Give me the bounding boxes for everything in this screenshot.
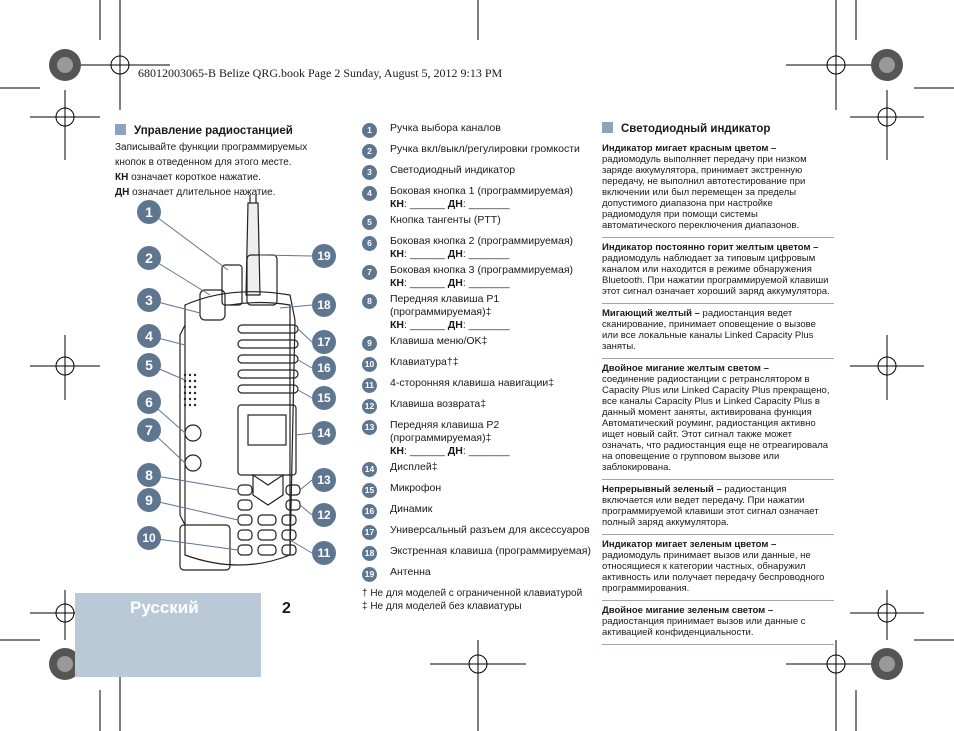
radio-controls-section: Управление радиостанцией Записывайте фун… bbox=[115, 124, 315, 200]
section-title: Светодиодный индикатор bbox=[602, 122, 834, 135]
section-square-icon bbox=[115, 124, 126, 135]
intro-text: Записывайте функции программируемых кноп… bbox=[115, 142, 308, 168]
callout-7: 7 bbox=[137, 418, 161, 442]
callout-8: 8 bbox=[137, 463, 161, 487]
callout-16: 16 bbox=[312, 356, 336, 380]
page-number: 2 bbox=[282, 600, 291, 617]
led-item: Индикатор мигает зеленым цветом –радиомо… bbox=[602, 535, 834, 601]
dn-definition: ДН означает длительное нажатие. bbox=[115, 187, 276, 198]
led-item: Двойное мигание зеленым светом –радиоста… bbox=[602, 601, 834, 645]
callout-17: 17 bbox=[312, 330, 336, 354]
callout-4: 4 bbox=[137, 324, 161, 348]
led-item: Непрерывный зеленый – радиостанция включ… bbox=[602, 480, 834, 535]
led-item: Индикатор мигает красным цветом –радиомо… bbox=[602, 139, 834, 238]
callout-3: 3 bbox=[137, 288, 161, 312]
callout-15: 15 bbox=[312, 386, 336, 410]
section-square-icon bbox=[602, 122, 613, 133]
language-label: Русский bbox=[130, 598, 199, 617]
kn-definition: КН означает короткое нажатие. bbox=[115, 172, 261, 183]
section-title: Управление радиостанцией bbox=[115, 124, 315, 137]
callout-5: 5 bbox=[137, 353, 161, 377]
callout-9: 9 bbox=[137, 488, 161, 512]
led-item: Индикатор постоянно горит желтым цветом … bbox=[602, 238, 834, 304]
radio-illustration bbox=[149, 195, 313, 571]
footnote-dagger: † Не для моделей с ограниченной клавиату… bbox=[362, 588, 583, 599]
list-item: 16 Динамик bbox=[362, 503, 592, 521]
callout-13: 13 bbox=[312, 468, 336, 492]
led-indicator-section: Светодиодный индикатор Индикатор мигает … bbox=[602, 122, 834, 645]
led-item: Мигающий желтый – радиостанция ведет ска… bbox=[602, 304, 834, 359]
callout-12: 12 bbox=[312, 503, 336, 527]
callout-18: 18 bbox=[312, 293, 336, 317]
led-item: Двойное мигание желтым светом –соединени… bbox=[602, 359, 834, 480]
callout-19: 19 bbox=[312, 244, 336, 268]
callout-6: 6 bbox=[137, 390, 161, 414]
footnote-ddagger: ‡ Не для моделей без клавиатуры bbox=[362, 601, 522, 612]
callout-10: 10 bbox=[137, 526, 161, 550]
callout-11: 11 bbox=[312, 541, 336, 565]
callout-2: 2 bbox=[137, 246, 161, 270]
callout-14: 14 bbox=[312, 421, 336, 445]
book-header: 68012003065-B Belize QRG.book Page 2 Sun… bbox=[138, 66, 503, 80]
callout-1: 1 bbox=[137, 200, 161, 224]
language-tab bbox=[75, 593, 261, 677]
